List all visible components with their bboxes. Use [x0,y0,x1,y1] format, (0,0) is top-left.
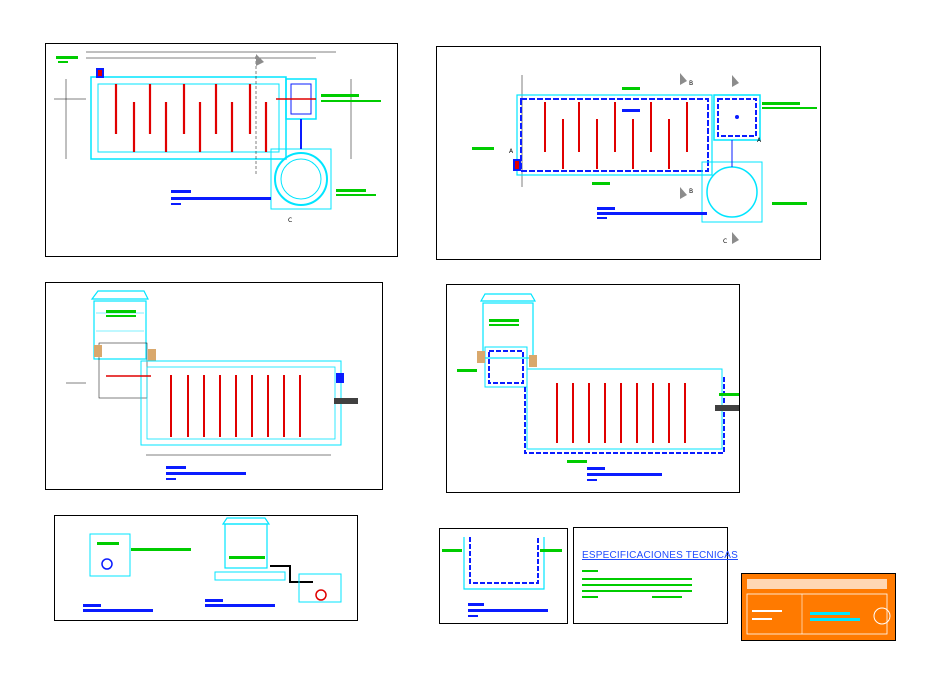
plan-right-drawing: B B A A C [472,73,817,245]
spec-sheet-lines [582,570,692,598]
marker-c-right: C [723,238,727,245]
baffles-plan-left [114,84,268,152]
panel-section-left [45,282,383,490]
marker-c-plan-left: C [288,217,292,224]
panel-plan-right: B B A A C [436,46,821,260]
panel-detail-left [54,515,358,621]
title-block-drawing [746,579,891,635]
detail-left-drawing [83,517,342,612]
section-left-drawing [66,290,358,480]
marker-b-top-right: B [689,80,693,87]
marker-a-right: A [509,148,514,155]
marker-a-box: A [757,137,762,144]
baffles-plan-right [544,102,688,169]
panel-plan-left: C [45,43,398,257]
detail-u-drawing [442,537,562,617]
title-block [741,573,896,641]
baffles-section-left [170,375,301,437]
plan-left-drawing: C [54,51,381,224]
baffles-section-right [556,383,686,443]
marker-b-bottom-right: B [689,188,693,195]
panel-detail-u [439,528,568,624]
panel-section-right [446,284,740,493]
section-right-drawing [457,293,739,481]
panel-spec-sheet: ESPECIFICACIONES TECNICAS [573,527,738,624]
spec-sheet-title: ESPECIFICACIONES TECNICAS [582,550,738,561]
